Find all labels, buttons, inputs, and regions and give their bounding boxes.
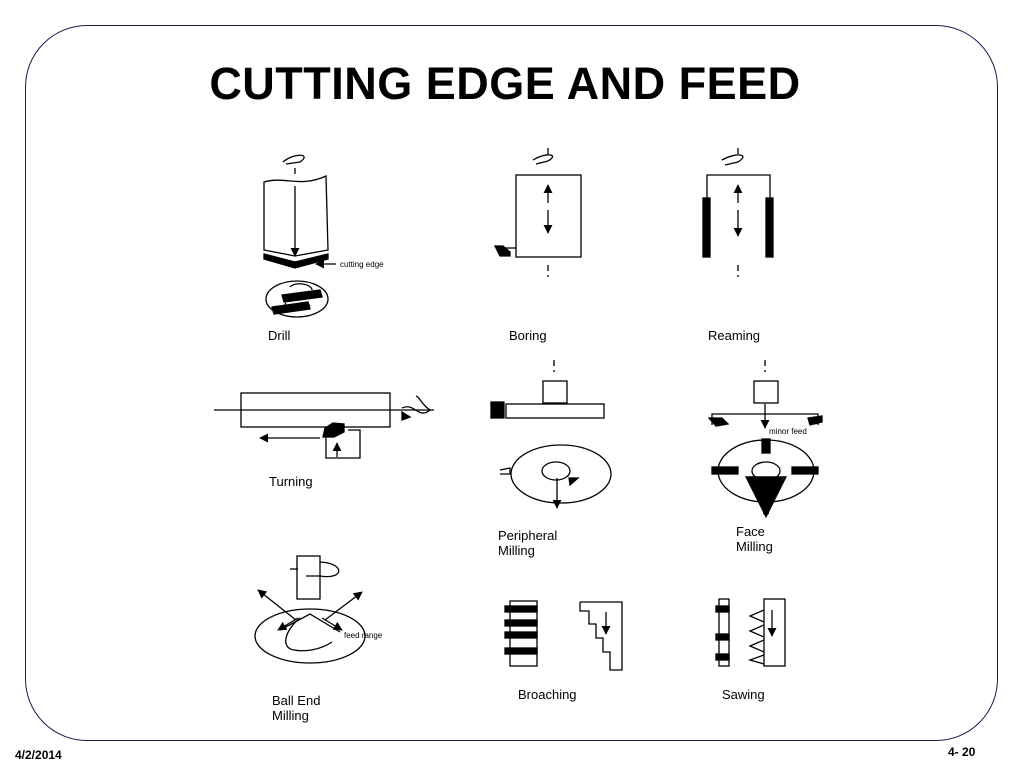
sawing-illustration <box>715 598 786 667</box>
face-milling-label: Face Milling <box>736 524 773 554</box>
drill-illustration <box>263 154 336 318</box>
broaching-label: Broaching <box>518 687 577 702</box>
cutting-edge-label: cutting edge <box>340 260 384 269</box>
boring-illustration <box>493 148 582 277</box>
turning-label: Turning <box>269 474 313 489</box>
face-milling-illustration <box>707 360 823 519</box>
peripheral-milling-illustration <box>490 360 612 509</box>
broaching-illustration <box>504 600 623 671</box>
boring-label: Boring <box>509 328 547 343</box>
slide-title: CUTTING EDGE AND FEED <box>209 58 801 109</box>
slide-frame <box>25 25 998 741</box>
peripheral-milling-label: Peripheral Milling <box>498 528 558 558</box>
ball-end-milling-illustration <box>254 555 366 664</box>
minor-feed-label: minor feed <box>769 427 807 436</box>
reaming-illustration <box>702 148 774 277</box>
turning-illustration <box>214 392 434 459</box>
feed-range-label: feed range <box>344 631 383 640</box>
drill-label: Drill <box>268 328 291 343</box>
sawing-label: Sawing <box>722 687 765 702</box>
reaming-label: Reaming <box>708 328 761 343</box>
ball-end-milling-label: Ball End Milling <box>272 693 321 723</box>
footer-page-number: 4- 20 <box>948 745 976 759</box>
footer-date: 4/2/2014 <box>15 748 62 762</box>
